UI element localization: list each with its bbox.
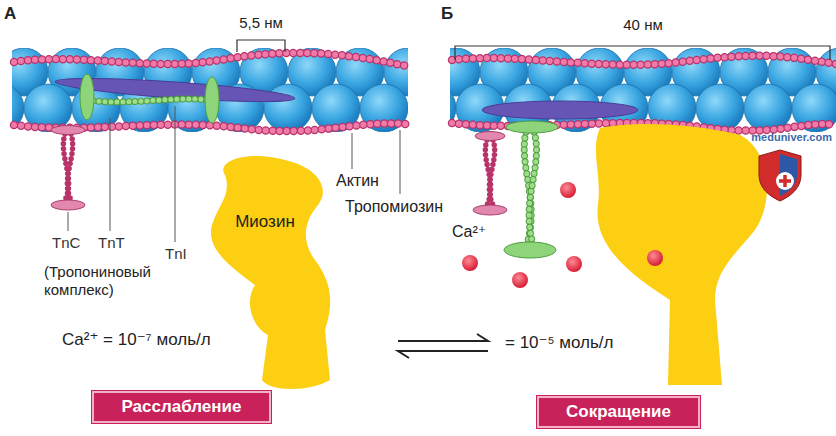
part-name: Тропомиозин [345,197,443,216]
state-box: Сокращение [537,396,700,428]
tni-subunit [80,74,219,123]
dimension-label: 5,5 нм [239,14,283,32]
myosin-head [211,156,330,389]
subunit-label: TnC [52,234,80,252]
tropomyosin-strand [14,53,406,131]
subunit-label: TnT [98,234,125,252]
tni-subunit [504,121,558,258]
tnt-subunit [482,101,638,119]
dimension-bracket [455,46,830,60]
myosin-shape: Миозин [200,148,340,393]
myosin-outline [200,148,340,393]
part-name: Актин [336,171,379,190]
actin-filament [450,48,836,132]
concentration-label: Ca²⁺ = 10⁻⁷ моль/л [62,330,211,350]
concentration-label: = 10⁻⁵ моль/л [505,333,614,353]
tropomyosin-strand [452,56,836,131]
node-label: Расслабление [120,396,243,418]
actin-filament [12,48,408,132]
tnc-subunit [51,126,85,211]
watermark-logo [759,150,801,201]
watermark: meduniver.com [751,131,832,144]
dimension-label: 40 нм [623,16,662,34]
ion-label: Ca²⁺ [452,222,486,241]
group-label: (Тропониновый комплекс) [44,263,184,299]
subunit-label: TnI [165,245,187,263]
state-box: Расслабление [92,391,271,423]
dimension-bracket [237,40,285,52]
calcium-ion [462,182,663,288]
tnc-subunit [473,132,507,216]
node-label: Сокращение [565,401,672,423]
node-label: Миозин [210,212,320,232]
equilibrium-arrows [398,334,488,358]
myosin-head [596,124,767,385]
panel-letter: А [4,4,16,24]
panel-letter: Б [441,4,453,24]
